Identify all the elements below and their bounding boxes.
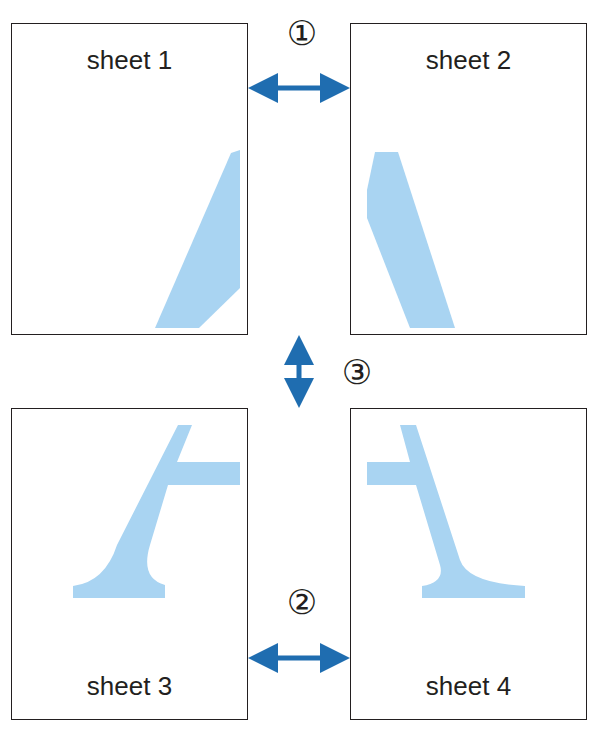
callout-number: ③ — [342, 355, 372, 389]
callout-number: ② — [287, 585, 317, 619]
sheet-box: sheet 3 — [11, 408, 248, 720]
double-arrow — [278, 86, 320, 91]
sheet-label: sheet 3 — [12, 672, 247, 701]
letter-piece — [73, 425, 240, 598]
letter-piece — [155, 150, 240, 328]
sheet-box: sheet 4 — [350, 408, 587, 720]
sheet-label: sheet 2 — [351, 46, 586, 75]
letter-piece — [367, 152, 455, 328]
double-arrow — [278, 656, 320, 661]
letter-piece — [367, 425, 525, 598]
sheet-box: sheet 1 — [11, 23, 248, 335]
callout-number: ① — [287, 16, 317, 50]
sheet-box: sheet 2 — [350, 23, 587, 335]
sheet-label: sheet 4 — [351, 672, 586, 701]
double-arrow — [297, 365, 302, 378]
sheet-label: sheet 1 — [12, 46, 247, 75]
